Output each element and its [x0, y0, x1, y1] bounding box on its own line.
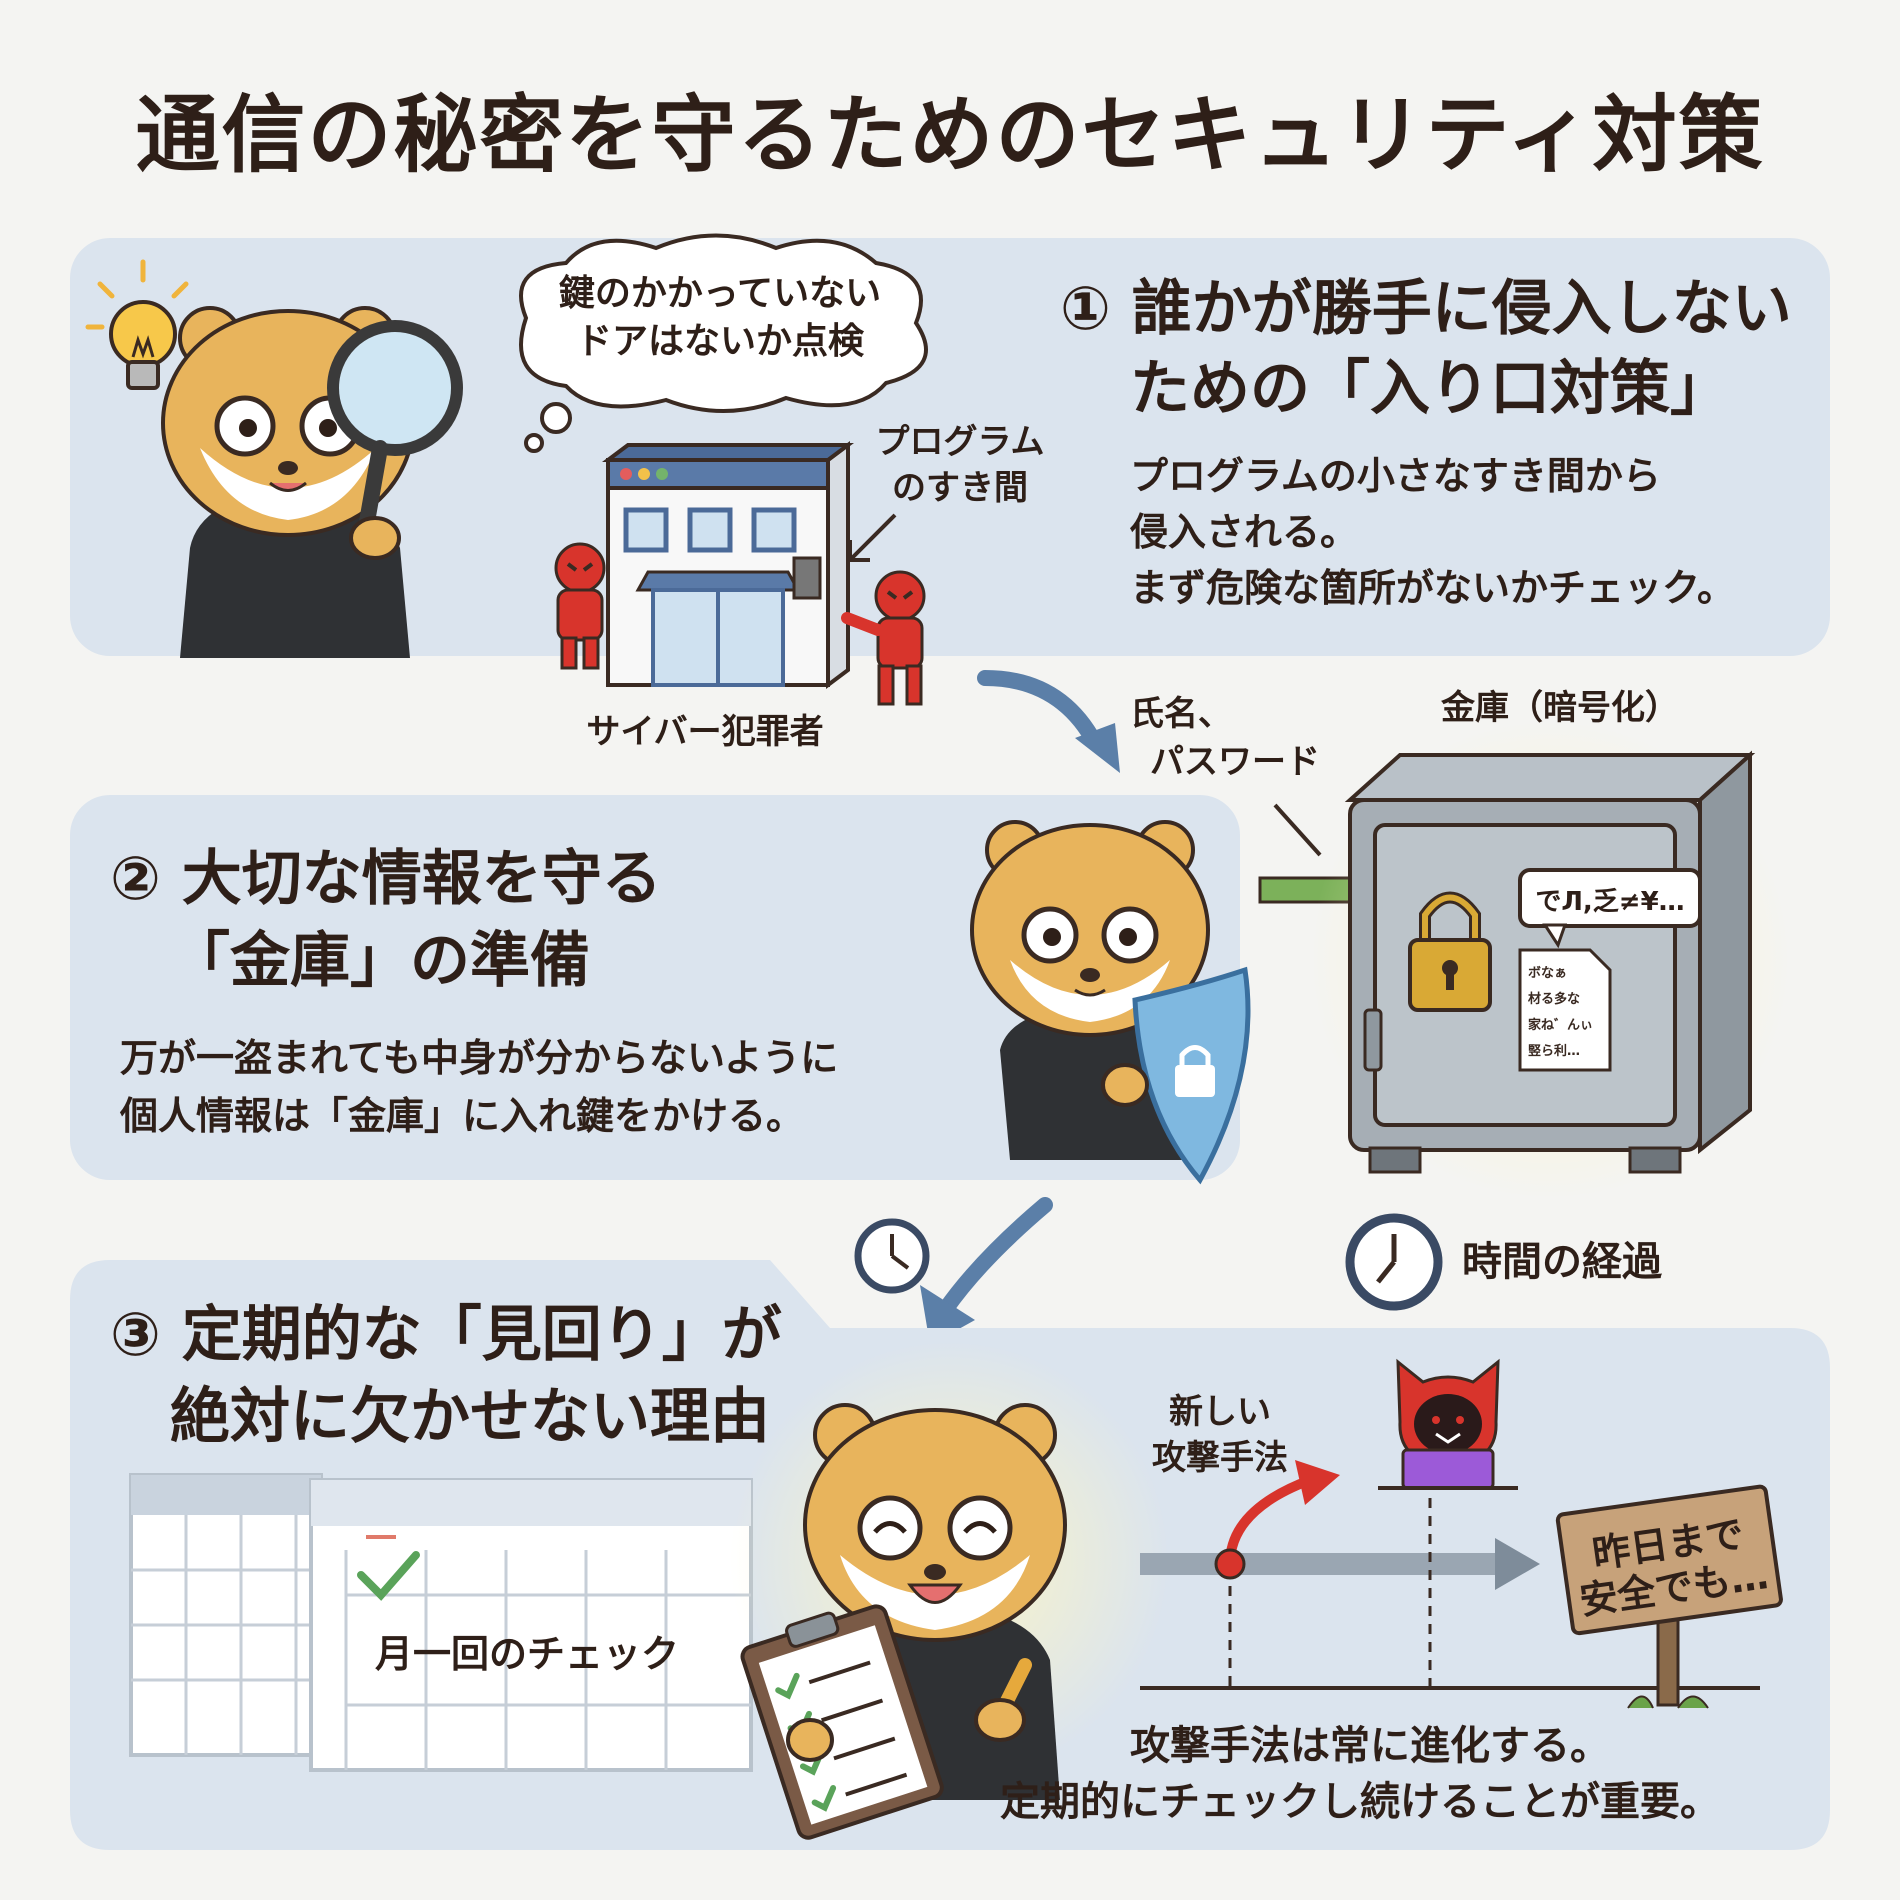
calendar-back — [129, 1473, 323, 1757]
warning-sign — [1555, 1484, 1783, 1709]
input-label-line1: 氏名、 — [1130, 694, 1232, 734]
input-label-line2: パスワード — [1150, 742, 1320, 782]
hamster-detective — [161, 306, 463, 658]
hamster-inspector — [730, 1340, 1170, 1840]
criminal-label: サイバー犯罪者 — [586, 712, 824, 752]
input-pointer-line — [1273, 803, 1322, 857]
section1-heading-line2: ための「入り口対策」 — [1130, 354, 1730, 424]
section3-body-line2: 定期的にチェックし続けることが重要。 — [1000, 1779, 1720, 1825]
gap-label-line2: のすき間 — [892, 468, 1028, 508]
gap-pointer-arrow — [848, 513, 897, 562]
hamster-guard — [970, 820, 1251, 1185]
thought-line2: ドアはないか点検 — [575, 321, 864, 362]
building-icon — [602, 441, 854, 689]
section2-body-line1: 万が一盗まれても中身が分からないように — [120, 1036, 839, 1080]
section2-body-line2: 個人情報は「金庫」に入れ鍵をかける。 — [120, 1094, 805, 1138]
cipher-doc-line2: 材る多な — [1528, 992, 1581, 1007]
section3-heading-line1: ③ 定期的な「見回り」が — [110, 1300, 782, 1370]
cipher-bubble-text: でЛ,乏≠¥… — [1535, 887, 1685, 917]
section3-heading-line2: 絶対に欠かせない理由 — [170, 1382, 770, 1452]
cipher-doc-line4: 竪ら利… — [1528, 1044, 1581, 1059]
lightbulb-icon — [85, 259, 201, 390]
cyber-criminal-right — [841, 570, 926, 706]
cipher-doc-line3: 家ね゛んぃ — [1528, 1018, 1594, 1033]
thought-line1: 鍵のかかっていない — [558, 273, 882, 314]
hacker-icon — [1378, 1358, 1518, 1490]
cyber-criminal-left — [554, 542, 606, 670]
safe-icon — [1310, 720, 1790, 1200]
calendar-front — [309, 1478, 753, 1772]
flow-arrow-1 — [977, 670, 1120, 773]
section2-heading-line1: ② 大切な情報を守る — [110, 844, 662, 914]
clock-icon — [1345, 1213, 1443, 1311]
section2-heading-line2: 「金庫」の準備 — [170, 926, 590, 996]
section1-body-line3: まず危険な箇所がないかチェック。 — [1130, 566, 1735, 610]
new-attack-line1: 新しい — [1169, 1392, 1271, 1432]
section1-body-line2: 侵入される。 — [1130, 510, 1359, 554]
time-label: 時間の経過 — [1462, 1239, 1662, 1285]
clock-icon-small — [854, 1218, 930, 1294]
section1-body-line1: プログラムの小さなすき間から — [1130, 454, 1661, 498]
gap-label-line1: プログラム — [875, 422, 1045, 462]
section1-heading-line1: ① 誰かが勝手に侵入しない — [1060, 274, 1792, 344]
new-attack-line2: 攻撃手法 — [1152, 1438, 1288, 1478]
thought-bubble — [519, 233, 928, 453]
section3-body-line1: 攻撃手法は常に進化する。 — [1130, 1723, 1610, 1769]
calendar-label: 月一回のチェック — [375, 1632, 680, 1676]
cipher-doc-line1: ボなぁ — [1528, 966, 1568, 981]
page-title: 通信の秘密を守るためのセキュリティ対策 — [135, 86, 1765, 184]
